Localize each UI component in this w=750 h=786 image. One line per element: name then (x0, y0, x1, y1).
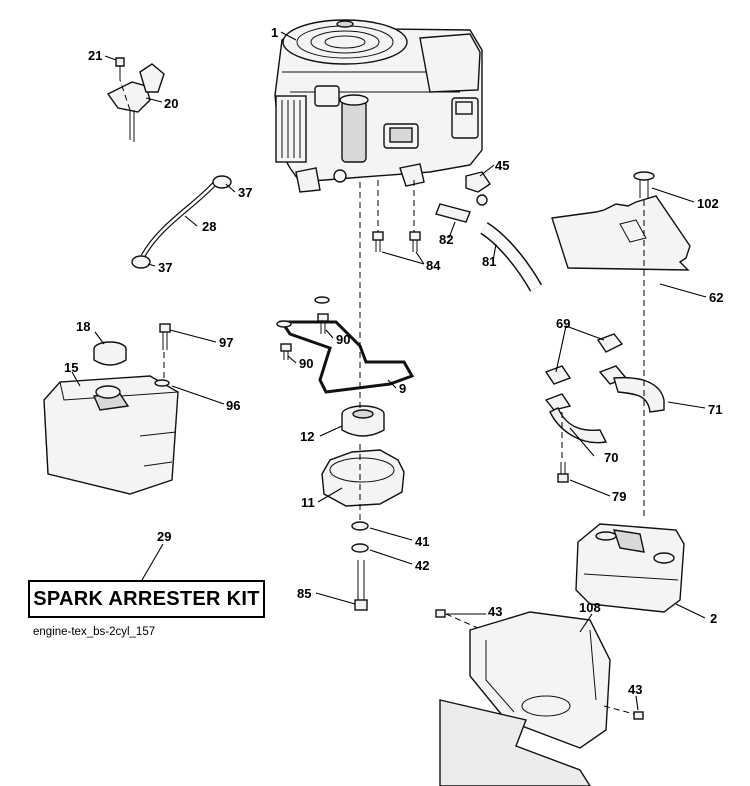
callout-42: 42 (415, 558, 429, 573)
engine-guard (435, 609, 644, 786)
callout-90-left: 90 (299, 356, 313, 371)
callout-43-right: 43 (628, 682, 642, 697)
callout-2: 2 (710, 611, 717, 626)
callout-37-top: 37 (238, 185, 252, 200)
muffler (575, 523, 685, 613)
fuel-hose (131, 175, 232, 269)
fuel-tank (43, 323, 179, 495)
diagram-code: engine-tex_bs-2cyl_157 (33, 626, 156, 638)
callout-85: 85 (297, 586, 311, 601)
callout-108: 108 (579, 600, 601, 615)
callout-21: 21 (88, 48, 102, 63)
pto-clutch (321, 405, 405, 611)
callout-70: 70 (604, 450, 618, 465)
engine (274, 19, 483, 193)
callout-9: 9 (399, 381, 406, 396)
callout-79: 79 (612, 489, 626, 504)
exhaust-pipes (544, 333, 665, 483)
callout-18: 18 (76, 319, 90, 334)
callout-97: 97 (219, 335, 233, 350)
callout-96: 96 (226, 398, 240, 413)
dipstick-assembly (106, 57, 165, 142)
callout-12: 12 (300, 429, 314, 444)
callout-28: 28 (202, 219, 216, 234)
callout-62: 62 (709, 290, 723, 305)
fuel-fittings (435, 171, 543, 292)
callout-71: 71 (708, 402, 722, 417)
heat-shield (551, 171, 691, 271)
spark-arrester-kit-box: SPARK ARRESTER KIT (28, 580, 265, 618)
callout-84: 84 (426, 258, 441, 273)
callout-1: 1 (271, 25, 278, 40)
leader-lines (71, 31, 707, 711)
callout-82: 82 (439, 232, 453, 247)
callout-90-right: 90 (336, 332, 350, 347)
engine-bolts (372, 231, 421, 252)
callout-11: 11 (301, 495, 315, 510)
callout-29: 29 (157, 529, 171, 544)
callout-81: 81 (482, 254, 496, 269)
callout-102: 102 (697, 196, 719, 211)
callout-43-left: 43 (488, 604, 502, 619)
callout-numbers: 1 21 20 45 37 28 37 82 84 81 102 62 18 9… (64, 25, 723, 697)
alignment-lines (119, 79, 645, 715)
callout-69: 69 (556, 316, 570, 331)
callout-15: 15 (64, 360, 78, 375)
callout-20: 20 (164, 96, 178, 111)
callout-41: 41 (415, 534, 429, 549)
spark-arrester-kit-label: SPARK ARRESTER KIT (33, 587, 260, 610)
callout-45: 45 (495, 158, 509, 173)
mount-bracket (276, 296, 415, 394)
callout-37-bottom: 37 (158, 260, 172, 275)
